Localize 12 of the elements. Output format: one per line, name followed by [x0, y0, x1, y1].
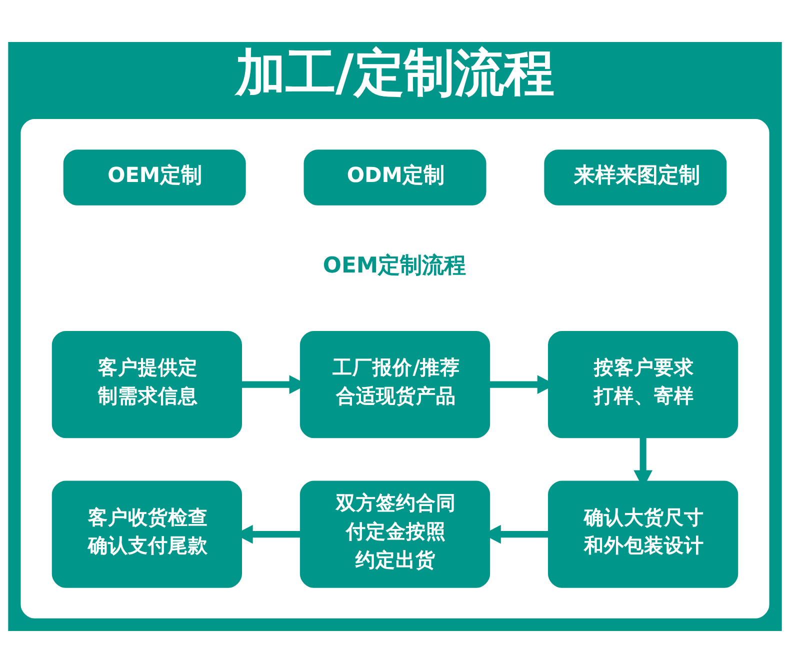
node-box: 双方签约合同付定金按照约定出货	[300, 480, 490, 588]
node-box: 客户提供定制需求信息	[52, 330, 242, 438]
cluster	[20, 118, 770, 618]
node-box: 工厂报价/推荐合适现货产品	[300, 330, 490, 438]
node-box: 按客户要求打样、寄样	[548, 330, 738, 438]
node-box: 客户收货检查确认支付尾款	[52, 480, 242, 588]
node-box: 来样来图定制	[544, 149, 727, 205]
node-box: 确认大货尺寸和外包装设计	[548, 480, 738, 588]
label: OEM定制流程	[322, 253, 466, 278]
node-box: OEM定制	[63, 149, 246, 205]
node-box: ODM定制	[304, 149, 486, 205]
diagram-title: 加工/定制流程	[235, 42, 554, 102]
